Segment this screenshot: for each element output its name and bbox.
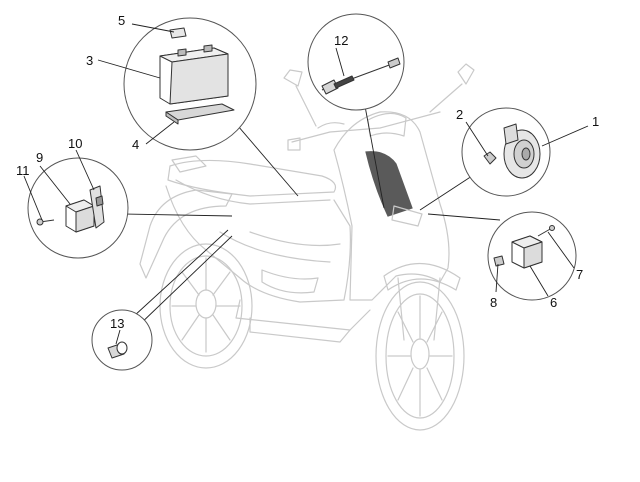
wiring-detail (307, 13, 405, 111)
clip-detail (91, 309, 153, 371)
relay-detail-right (487, 211, 577, 301)
callout-8: 8 (490, 295, 497, 310)
callout-7: 7 (576, 267, 583, 282)
callout-numbers: 1 2 3 4 5 6 7 8 9 10 11 12 13 (16, 13, 599, 331)
callout-1: 1 (592, 114, 599, 129)
callout-13: 13 (110, 316, 124, 331)
horn-detail (461, 107, 551, 197)
callout-2: 2 (456, 107, 463, 122)
callout-5: 5 (118, 13, 125, 28)
scooter-illustration (139, 63, 475, 431)
callout-10: 10 (68, 136, 82, 151)
relay-detail-left (27, 157, 129, 259)
callout-11: 11 (16, 163, 30, 178)
callout-12: 12 (334, 33, 348, 48)
callout-3: 3 (86, 53, 93, 68)
callout-leaders (23, 23, 589, 345)
callout-4: 4 (132, 137, 139, 152)
battery-detail (123, 17, 257, 151)
callout-9: 9 (36, 150, 43, 165)
leader-lines (125, 89, 501, 329)
callout-6: 6 (550, 295, 557, 310)
